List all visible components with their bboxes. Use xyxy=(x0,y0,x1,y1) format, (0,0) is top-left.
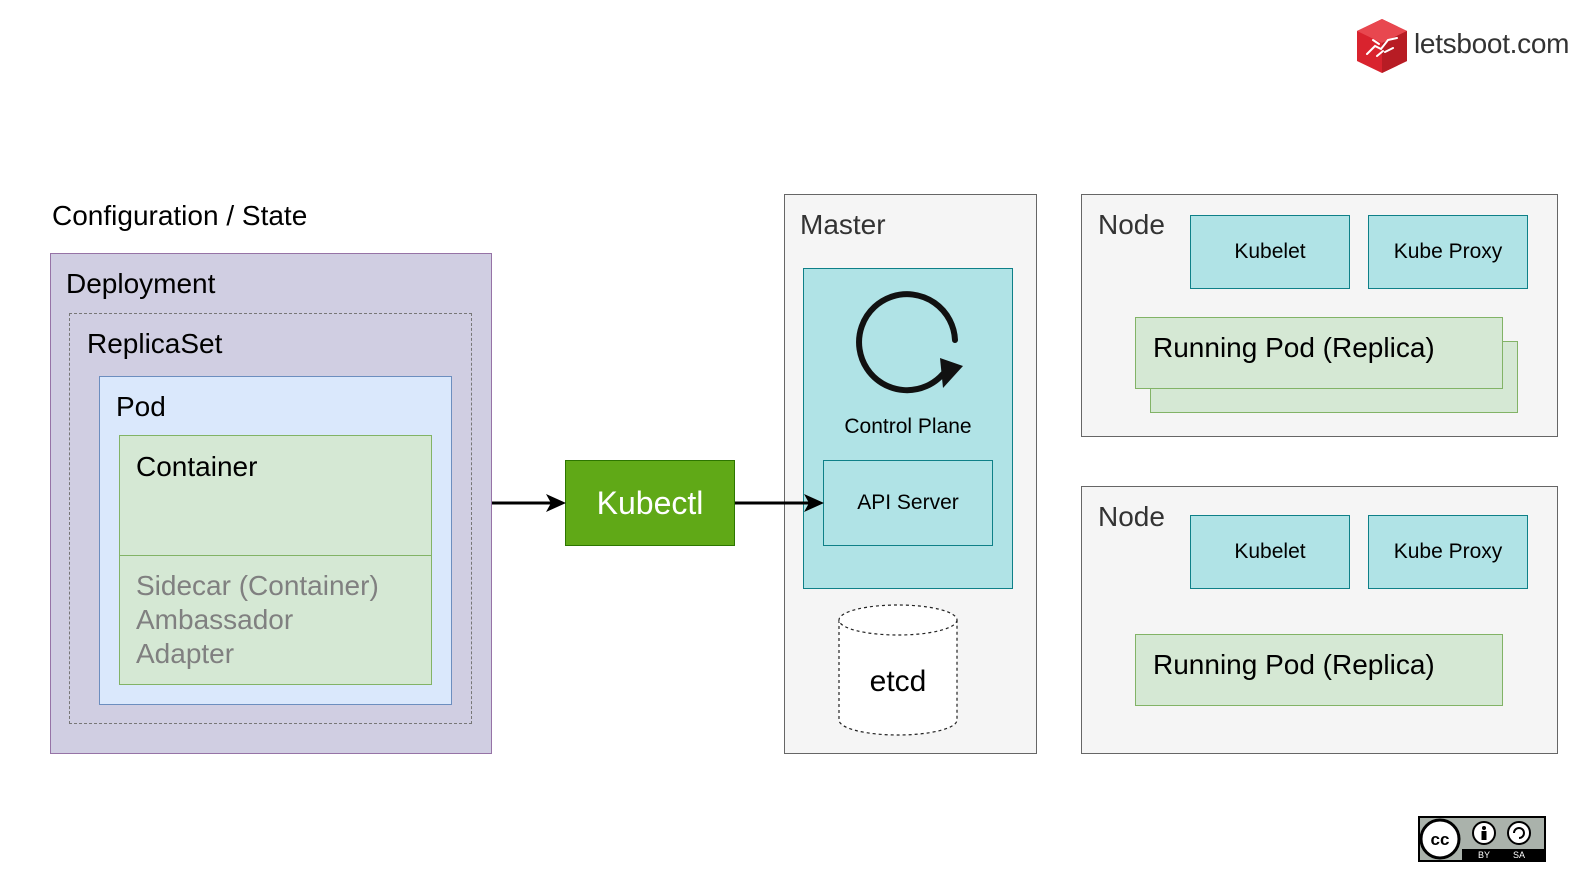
node-label-2: Node xyxy=(1098,501,1165,532)
etcd-database-icon xyxy=(838,604,958,736)
sidecar-line-sidecar: Sidecar (Container) xyxy=(136,570,379,601)
pod-label: Pod xyxy=(116,391,166,422)
node-1-kubelet: Kubelet xyxy=(1190,215,1350,289)
node-2-kube-proxy: Kube Proxy xyxy=(1368,515,1528,589)
brand-name: letsboot.com xyxy=(1414,28,1570,59)
kubectl-label: Kubectl xyxy=(596,484,704,521)
reconcile-loop-icon xyxy=(856,291,963,394)
replicaset-label: ReplicaSet xyxy=(87,328,223,359)
container-label: Container xyxy=(136,451,258,482)
master-label: Master xyxy=(800,209,886,240)
deployment-label: Deployment xyxy=(66,268,216,299)
arrowhead-kubectl xyxy=(546,494,566,512)
cc-sa-text: SA xyxy=(1513,850,1525,860)
kube-proxy-label: Kube Proxy xyxy=(1393,240,1503,263)
node-1-kube-proxy: Kube Proxy xyxy=(1368,215,1528,289)
kubelet-label: Kubelet xyxy=(1234,240,1306,263)
svg-text:cc: cc xyxy=(1431,830,1450,849)
kubelet-label: Kubelet xyxy=(1234,540,1306,563)
container-box xyxy=(119,435,432,556)
etcd-label: etcd xyxy=(869,665,927,698)
sidecar-text: Sidecar (Container) Ambassador Adapter xyxy=(136,569,379,671)
node-2-running-pod: Running Pod (Replica) xyxy=(1135,634,1503,706)
api-server-box: API Server xyxy=(823,460,993,546)
letsboot-logo-icon xyxy=(1357,19,1407,73)
api-server-label: API Server xyxy=(857,491,959,514)
cc-by-sa-license-badge: cc BY SA xyxy=(1418,816,1546,862)
kube-proxy-label: Kube Proxy xyxy=(1393,540,1503,563)
sidecar-line-adapter: Adapter xyxy=(136,638,235,669)
config-title: Configuration / State xyxy=(52,200,308,231)
node-label-1: Node xyxy=(1098,209,1165,240)
node-1-running-pod: Running Pod (Replica) xyxy=(1135,317,1503,389)
control-plane-label: Control Plane xyxy=(844,415,972,438)
kubectl-box: Kubectl xyxy=(565,460,735,546)
replicaset-box xyxy=(69,313,472,724)
cc-by-text: BY xyxy=(1478,850,1490,860)
node-2-kubelet: Kubelet xyxy=(1190,515,1350,589)
sidecar-line-ambassador: Ambassador xyxy=(136,604,294,635)
sidecar-box xyxy=(119,555,432,685)
